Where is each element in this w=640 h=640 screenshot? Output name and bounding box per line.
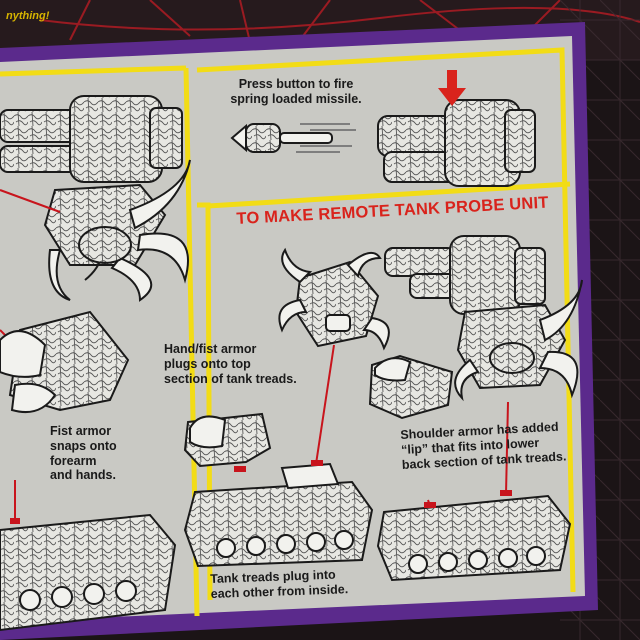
left-spider-drawing (43, 159, 191, 302)
shoulder-armor-drawing (368, 354, 454, 420)
hand-fist-caption-line: section of tank treads. (164, 371, 297, 386)
red-connector-left (10, 518, 20, 524)
missile-drawing (230, 123, 333, 153)
down-arrow-icon (438, 70, 466, 106)
red-connectors-right (234, 460, 512, 508)
fist-armor-caption: Fist armor snaps onto forearm and hands. (50, 424, 117, 483)
missile-caption: Press button to fire spring loaded missi… (226, 77, 366, 107)
assembled-spider-drawing (454, 279, 583, 402)
missile-motion-lines (296, 123, 356, 153)
hand-fist-caption-line: Hand/fist armor (164, 342, 257, 356)
shoulder-armor-caption: Shoulder armor has added “lip” that fits… (400, 419, 567, 472)
middle-tank-tread-drawing (183, 462, 374, 568)
fist-armor-caption-line: snaps onto (50, 438, 117, 453)
left-tank-tread-drawing (0, 513, 177, 632)
cannon-drawing (377, 99, 536, 187)
yellow-panel-borders (0, 47, 576, 617)
hand-fist-caption-line: plugs onto top (164, 356, 251, 371)
hand-fist-caption: Hand/fist armor plugs onto top section o… (164, 342, 297, 386)
tank-treads-caption: Tank treads plug into each other from in… (210, 567, 348, 601)
left-cannon-drawing (0, 95, 183, 183)
top-corner-text: nything! (6, 10, 50, 22)
assembled-cannon-drawing (384, 235, 546, 315)
left-fist-drawing (0, 310, 130, 414)
fist-armor-caption-line: forearm (50, 453, 97, 468)
red-guide-line-left-top (0, 189, 61, 213)
missile-caption-line: Press button to fire (238, 77, 354, 91)
right-tank-tread-drawing (376, 494, 572, 582)
spider-pod-drawing (278, 247, 390, 351)
hand-fist-armor-drawing (183, 412, 272, 468)
fist-armor-caption-line: Fist armor (50, 424, 112, 438)
fist-armor-caption-line: and hands. (50, 468, 116, 483)
missile-caption-line: spring loaded missile. (230, 91, 362, 106)
